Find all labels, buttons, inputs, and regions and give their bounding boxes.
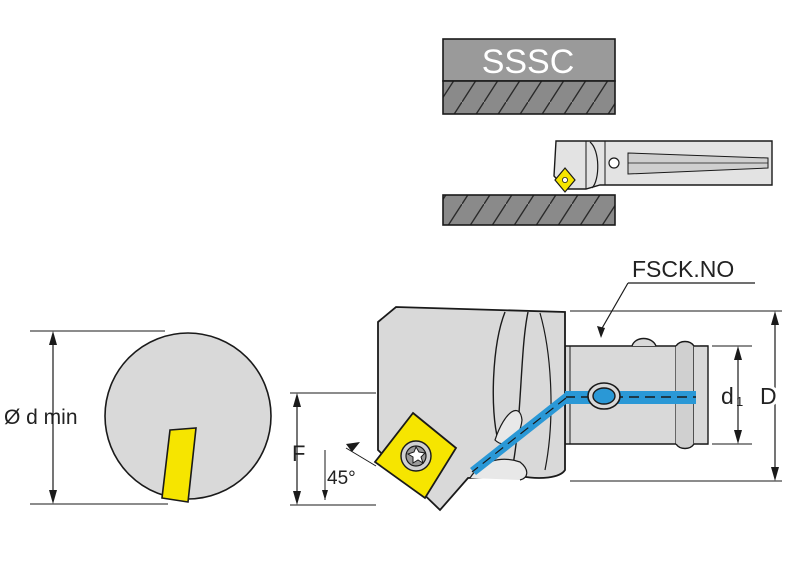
torx-screw-icon (400, 440, 432, 472)
diameter-min-label: Ø d min (4, 406, 78, 429)
d1-label: d (721, 383, 734, 409)
part-number-text: FSCK.NO (632, 256, 734, 282)
bar-pin-icon (608, 157, 620, 169)
end-view: Ø d min (4, 330, 272, 505)
end-insert-icon (161, 427, 197, 503)
cutting-head (373, 306, 709, 512)
bottom-workpiece-hatch (442, 194, 616, 226)
f-dimension: F (290, 392, 376, 506)
d1-subscript: 1 (736, 394, 743, 409)
d-dimension: D (570, 310, 782, 482)
d-label: D (760, 383, 777, 409)
boring-bar-sketch (442, 140, 773, 226)
top-workpiece-hatch (442, 80, 616, 115)
part-number-callout: FSCK.NO (597, 256, 755, 338)
sssc-header-block: SSSC (442, 38, 616, 115)
angle-label: 45° (327, 468, 356, 489)
f-label: F (292, 441, 305, 466)
angle-annotation: 45° (322, 442, 377, 500)
d1-dimension: d 1 (712, 345, 752, 445)
sssc-code-text: SSSC (482, 43, 575, 81)
